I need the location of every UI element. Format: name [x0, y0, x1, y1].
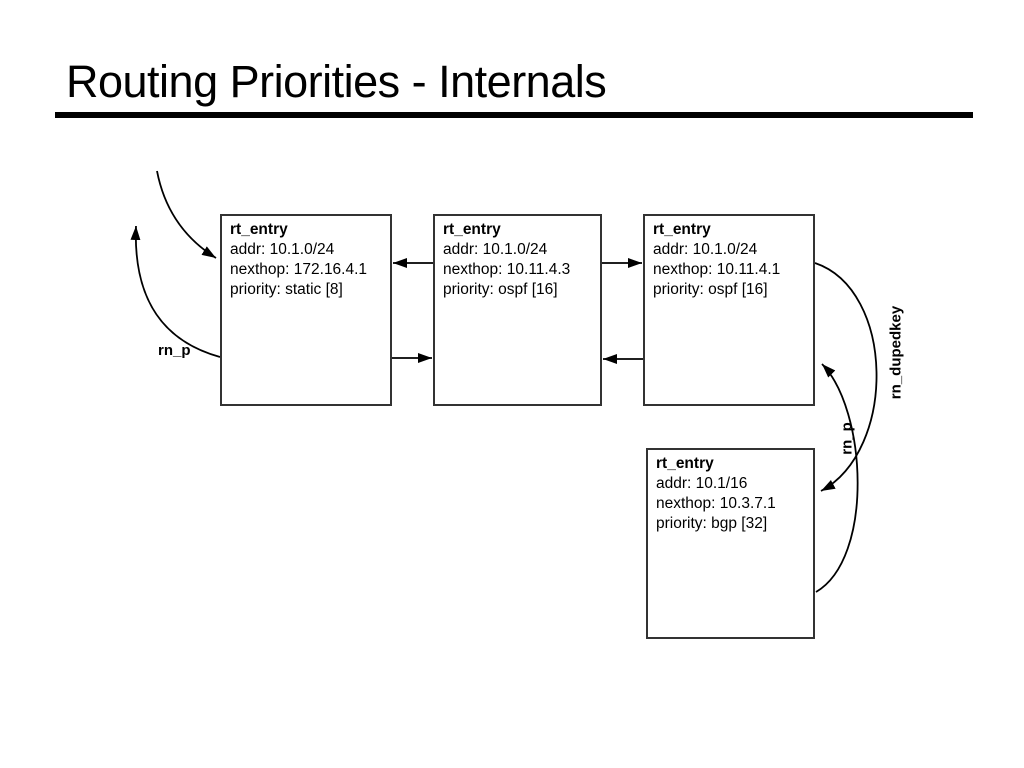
rt-entry-node-2: rt_entry addr: 10.1.0/24 nexthop: 10.11.… — [433, 214, 602, 406]
node-priority: priority: ospf [16] — [653, 281, 768, 298]
arrow-rn-p-right — [815, 363, 859, 593]
arrow-incoming-top-left — [156, 170, 217, 259]
node-priority: priority: ospf [16] — [443, 281, 558, 298]
node-title: rt_entry — [443, 221, 501, 238]
node-priority: priority: static [8] — [230, 281, 343, 298]
node-addr: addr: 10.1.0/24 — [230, 241, 335, 258]
page-title: Routing Priorities - Internals — [66, 56, 607, 107]
node-title: rt_entry — [656, 455, 714, 472]
node-nexthop: nexthop: 10.11.4.3 — [443, 261, 571, 278]
arrow-rn-p-left — [130, 225, 221, 358]
rn-p-left-label: rn_p — [158, 342, 191, 359]
rn-dupedkey-label: rn_dupedkey — [887, 305, 905, 400]
rn-p-right-label: rn_p — [838, 422, 856, 455]
node-nexthop: nexthop: 172.16.4.1 — [230, 261, 368, 278]
node-title: rt_entry — [230, 221, 288, 238]
node-priority: priority: bgp [32] — [656, 515, 768, 532]
node-nexthop: nexthop: 10.3.7.1 — [656, 495, 776, 512]
node-title: rt_entry — [653, 221, 711, 238]
arrow-rn-dupedkey — [814, 262, 878, 492]
node-nexthop: nexthop: 10.11.4.1 — [653, 261, 781, 278]
node-addr: addr: 10.1.0/24 — [443, 241, 548, 258]
node-addr: addr: 10.1/16 — [656, 475, 748, 492]
rt-entry-node-3: rt_entry addr: 10.1.0/24 nexthop: 10.11.… — [643, 214, 815, 406]
rt-entry-node-1: rt_entry addr: 10.1.0/24 nexthop: 172.16… — [220, 214, 392, 406]
title-underline — [55, 112, 973, 118]
rt-entry-node-4: rt_entry addr: 10.1/16 nexthop: 10.3.7.1… — [646, 448, 815, 639]
node-addr: addr: 10.1.0/24 — [653, 241, 758, 258]
